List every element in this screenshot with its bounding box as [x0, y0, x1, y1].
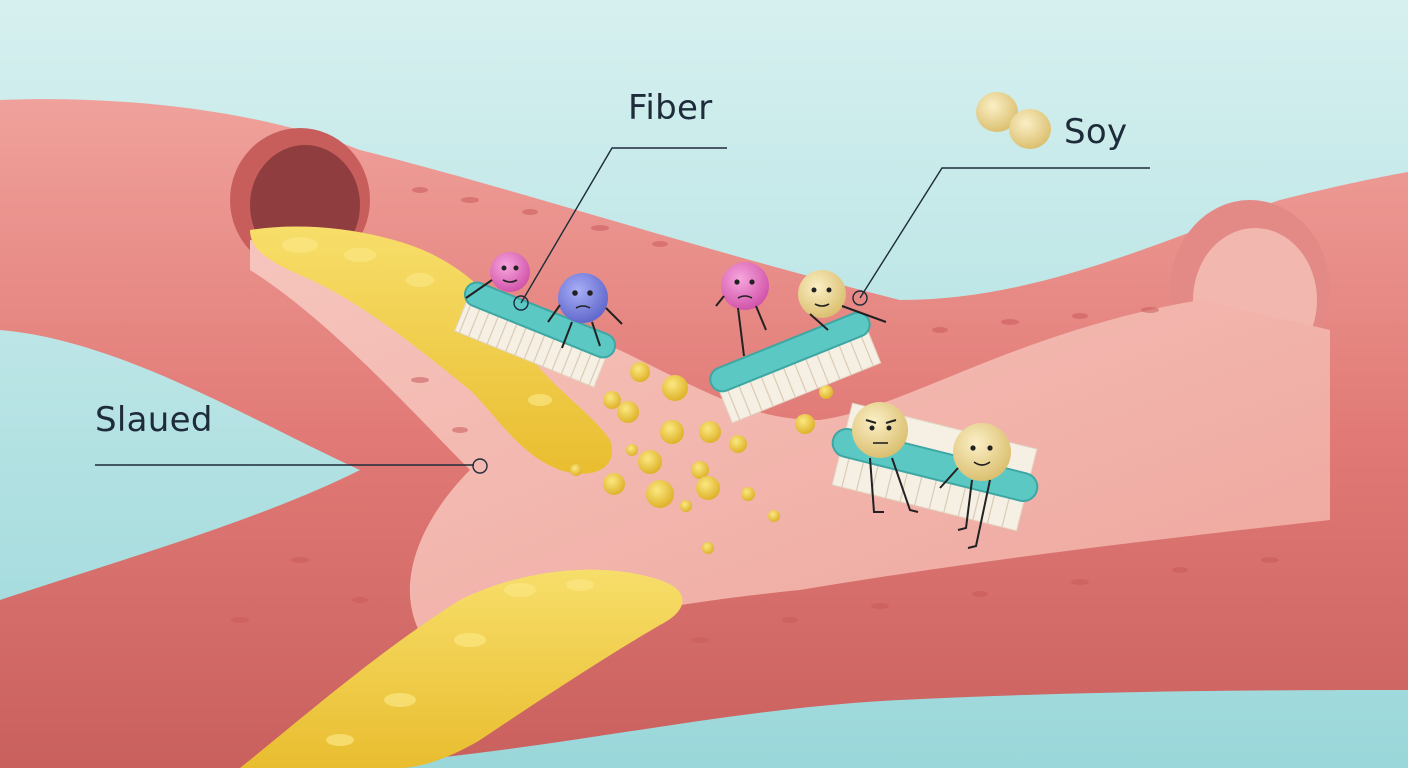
callout-line-fiber [520, 147, 727, 304]
plaque-upper [250, 226, 612, 474]
soy-bean-icon [976, 92, 1051, 149]
fiber-character-pink [715, 262, 769, 357]
callout-label-slaued: Slaued [95, 400, 213, 440]
callout-label-soy: Soy [1064, 112, 1128, 152]
callout-marker-soy [852, 290, 868, 306]
callout-marker-fiber [513, 295, 529, 311]
callout-line-soy [859, 167, 1150, 299]
fiber-character-pink [465, 252, 530, 299]
plaque-particles [570, 362, 833, 554]
soy-character [852, 402, 919, 513]
callout-label-fiber: Fiber [628, 88, 713, 128]
plaque-lower-texture [326, 579, 594, 746]
brush-icon [709, 311, 882, 424]
brush-icon [454, 281, 617, 388]
soy-character [798, 270, 887, 331]
callout-marker-slaued [472, 458, 488, 474]
soy-character [939, 423, 1011, 549]
fiber-character-blue [547, 273, 623, 349]
plaque-lower [240, 569, 683, 768]
wall-texture [231, 187, 1279, 643]
callout-lines [95, 147, 1150, 474]
